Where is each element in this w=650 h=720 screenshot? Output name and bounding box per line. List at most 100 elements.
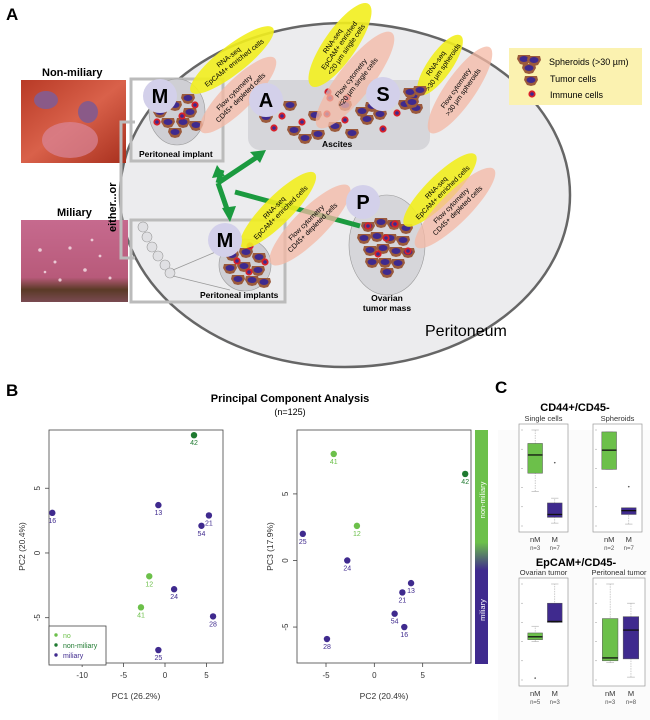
x-tick-label: -5 <box>120 671 128 680</box>
site-p: P <box>346 185 380 219</box>
legend-dot-miliary <box>54 653 58 657</box>
category-label: M <box>552 689 558 698</box>
category-label: nM <box>605 689 615 698</box>
legend-box <box>48 625 107 666</box>
panel-label-b: B <box>6 381 18 400</box>
point-label: 54 <box>391 619 399 626</box>
x-tick-label: -5 <box>322 671 330 680</box>
site-label-m: M <box>152 86 169 108</box>
site-label-a: A <box>259 90 273 112</box>
peritoneum-label: Peritoneum <box>425 323 507 340</box>
boxplot-title: Peritoneal tumor <box>591 568 647 577</box>
colorbar-label-non-miliary: non-miliary <box>478 481 487 518</box>
site-m-top: M <box>143 79 177 113</box>
plot-frame <box>296 429 472 664</box>
flow-cytometry-ellipse <box>315 31 395 129</box>
sample-size-label: n=7 <box>624 546 635 552</box>
sample-size-label: n=3 <box>550 700 561 706</box>
box <box>622 616 640 660</box>
data-point <box>462 470 469 478</box>
either-or-label: either...or <box>107 182 119 232</box>
data-point <box>137 604 145 611</box>
non-miliary-photo-title: Non-miliary <box>42 67 103 79</box>
rna-seq-ellipse <box>417 34 463 96</box>
boxplot-frame <box>592 423 643 533</box>
point-label: 13 <box>154 510 162 517</box>
flow-cytometry-ellipse <box>199 56 277 134</box>
legend-tumor-cells: Tumor cells <box>550 74 597 84</box>
box <box>547 502 563 518</box>
x-tick-label: 5 <box>204 671 209 680</box>
panel-a: A Peritoneum Non-miliary Miliary either.… <box>6 3 642 369</box>
epcam-title: EpCAM+/CD45- <box>536 557 617 569</box>
point-label: 16 <box>48 518 56 525</box>
point-label: 24 <box>343 565 351 572</box>
arrowhead-icon <box>212 165 225 178</box>
y-tick-label: 5 <box>281 491 290 496</box>
data-point <box>391 610 398 617</box>
point-label: 25 <box>299 539 307 546</box>
point-label: 28 <box>209 621 217 628</box>
outlier-point <box>534 677 536 679</box>
nodule <box>34 91 58 109</box>
site-label-p: P <box>356 192 369 214</box>
x-axis-label: PC1 (26.2%) <box>112 691 161 701</box>
ovarian-mass-label-1: Ovarian <box>371 293 403 303</box>
miliary-spots <box>38 238 112 282</box>
boxplot-title: Spheroids <box>601 414 635 423</box>
flow-cytometry-ellipse <box>269 184 351 266</box>
category-label: M <box>552 535 558 544</box>
data-point <box>49 509 56 517</box>
miliary-photo <box>21 220 128 302</box>
panel-b: B Principal Component Analysis (n=125) -… <box>6 381 488 701</box>
y-tick-label: -5 <box>281 623 290 631</box>
point-label: 41 <box>137 612 145 619</box>
data-point <box>205 512 213 519</box>
data-point <box>407 579 415 587</box>
panel-label-c: C <box>495 378 507 397</box>
outlier-point <box>627 485 630 488</box>
y-axis-label: PC2 (20.4%) <box>17 522 27 571</box>
point-label: 25 <box>154 655 162 662</box>
arrowhead-icon <box>222 206 236 222</box>
x-tick-label: -10 <box>76 671 88 680</box>
point-label: 42 <box>461 479 469 486</box>
legend-dot-non-miliary <box>54 643 58 647</box>
boxplot-title: Single cells <box>525 414 563 423</box>
cell-type-legend: Spheroids (>30 µm) Tumor cells Immune ce… <box>509 48 642 105</box>
data-point <box>198 522 205 529</box>
pca-subtitle: (n=125) <box>274 407 305 417</box>
rna-seq-ellipse <box>239 171 317 249</box>
category-label: nM <box>530 535 540 544</box>
site-label-s: S <box>376 84 389 106</box>
rna-seq-ellipse <box>190 26 274 94</box>
pca-legend: no non-miliary miliary <box>48 625 107 666</box>
data-point <box>209 613 217 620</box>
y-tick-label: 0 <box>281 558 290 563</box>
zoom-line <box>172 275 231 291</box>
arrow-to-bottom-implant <box>215 182 231 213</box>
immune-cell-icon <box>528 90 536 98</box>
data-point <box>323 635 331 643</box>
point-label: 12 <box>353 531 361 538</box>
data-point <box>344 557 351 564</box>
panel-c: C CD44+/CD45- EpCAM+/CD45- Single cellsn… <box>495 378 650 720</box>
legend-non-miliary: non-miliary <box>63 643 98 650</box>
miliary-photo-title: Miliary <box>57 207 93 219</box>
y-tick-label: 0 <box>33 550 42 555</box>
site-m-bottom: M <box>208 223 242 257</box>
point-label: 16 <box>400 632 408 639</box>
sample-size-label: n=5 <box>530 700 541 706</box>
y-axis-label: PC3 (17.9%) <box>265 522 275 571</box>
pca-title: Principal Component Analysis <box>211 393 370 405</box>
rna-seq-ellipse <box>308 3 372 87</box>
panel-label-a: A <box>6 5 18 24</box>
legend-immune-cells: Immune cells <box>550 90 604 100</box>
sample-size-label: n=2 <box>604 546 615 552</box>
plot-frame <box>48 429 224 664</box>
category-label: M <box>628 689 634 698</box>
x-tick-label: 5 <box>420 671 425 680</box>
point-label: 21 <box>398 597 406 604</box>
